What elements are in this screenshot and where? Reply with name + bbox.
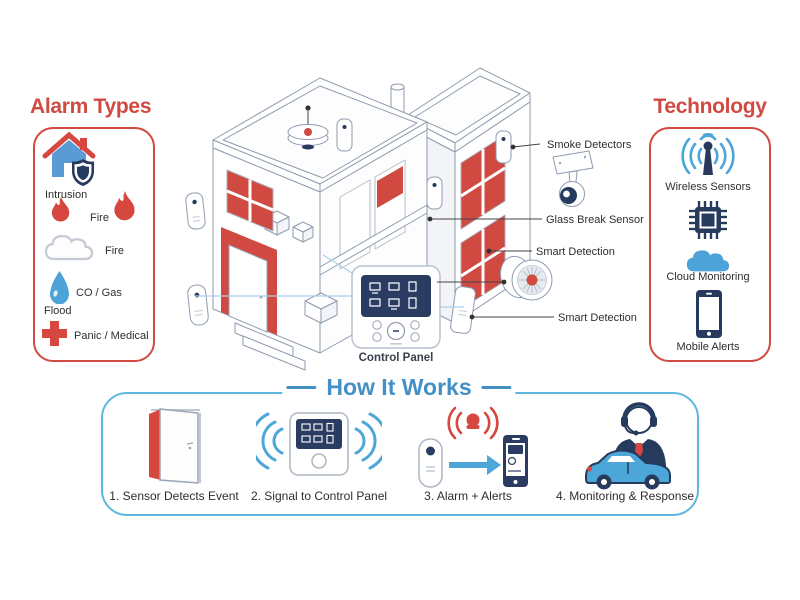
water-drop-icon <box>50 271 69 304</box>
siren-icon <box>499 255 553 301</box>
sensor-arrow-phone-icon <box>418 406 528 488</box>
leader-lines <box>307 111 554 318</box>
control-panel-device <box>351 265 441 349</box>
smoke-cloud-icon <box>44 234 94 261</box>
control-panel-label: Control Panel <box>359 352 434 364</box>
technology-title: Technology <box>653 95 767 118</box>
control-panel-waves-icon <box>256 412 382 476</box>
title-dash-left <box>286 386 317 389</box>
wireless-sensors-label: Wireless Sensors <box>665 181 751 193</box>
cloud-icon <box>686 250 730 272</box>
operator-car-icon <box>585 402 671 490</box>
glass-break-sensor-label: Glass Break Sensor <box>546 214 644 226</box>
panic-medical-label: Panic / Medical <box>74 330 149 342</box>
flood-label: Flood <box>44 305 72 317</box>
smoke-detector-icon <box>287 124 329 150</box>
phone-icon <box>696 290 722 338</box>
flame-icon-2 <box>114 191 135 221</box>
step-4-label: 4. Monitoring & Response <box>555 489 695 503</box>
cloud-monitoring-label: Cloud Monitoring <box>666 271 750 283</box>
step-3-label: 3. Alarm + Alerts <box>424 489 512 503</box>
chip-icon <box>689 201 727 239</box>
smart-detection-label-2: Smart Detection <box>558 312 637 324</box>
step-2-label: 2. Signal to Control Panel <box>250 489 388 503</box>
medical-cross-icon <box>42 321 67 346</box>
alarm-types-title: Alarm Types <box>30 95 152 118</box>
smoke-detectors-label: Smoke Detectors <box>547 139 632 151</box>
fire-label-1: Fire <box>90 212 109 224</box>
co-gas-label: CO / Gas <box>76 287 122 299</box>
panel-connector-lines <box>195 254 464 308</box>
fire-label-2: Fire <box>105 245 124 257</box>
wireless-antenna-icon <box>681 133 735 175</box>
leader-dots <box>305 105 516 320</box>
title-dash-right <box>481 386 512 389</box>
mobile-alerts-label: Mobile Alerts <box>676 341 740 353</box>
how-it-works-title-text: How It Works <box>326 374 472 400</box>
wall-sensor-icon <box>185 192 476 334</box>
intrusion-label: Intrusion <box>45 189 88 201</box>
house-shield-icon <box>42 131 96 186</box>
wall-sensor-icon <box>426 130 512 210</box>
smart-detection-label-1: Smart Detection <box>536 246 615 258</box>
camera-icon <box>552 150 594 207</box>
flame-icon <box>51 196 70 222</box>
how-it-works-title: How It Works <box>282 374 516 401</box>
isometric-house: Smoke Detectors Glass Break Sensor Smart… <box>185 67 644 371</box>
open-door-icon <box>149 408 201 484</box>
step-1-label: 1. Sensor Detects Event <box>109 489 239 503</box>
